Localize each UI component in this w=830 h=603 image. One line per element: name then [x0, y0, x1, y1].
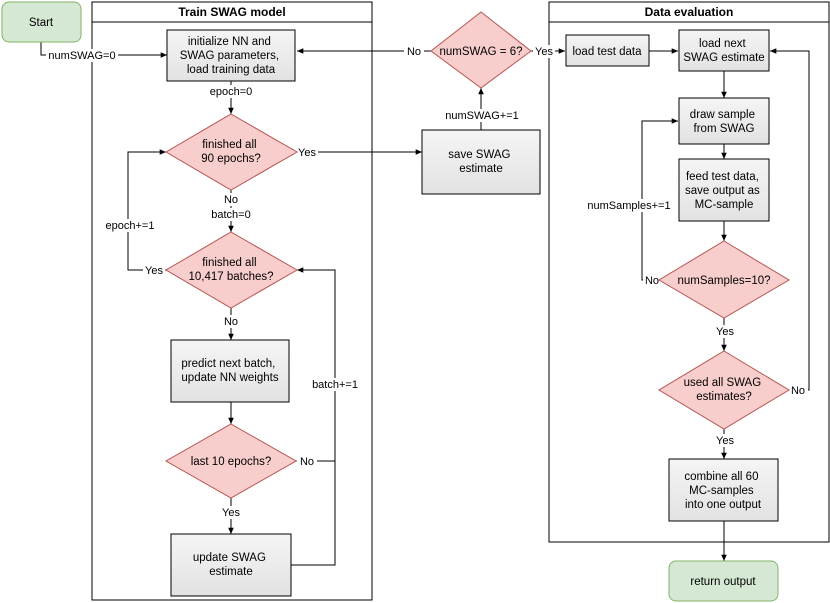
node-last-epochs-check: last 10 epochs?: [164, 423, 298, 499]
epochs-check-label: finished all 90 epochs?: [201, 139, 260, 165]
node-epochs-check: finished all 90 epochs?: [165, 113, 299, 191]
node-used-all-check: used all SWAG estimates?: [658, 350, 790, 430]
node-initialize: initialize NN and SWAG parameters, load …: [166, 29, 296, 82]
label-epoch-0: epoch=0: [210, 86, 253, 98]
label-used-no: No: [791, 385, 805, 397]
label-numswag-0: numSWAG=0: [48, 50, 115, 62]
combine-samples-label: combine all 60 MC-samples into one outpu…: [684, 471, 762, 511]
node-load-test-data: load test data: [565, 34, 650, 67]
label-batches-yes: Yes: [145, 265, 163, 277]
label-epoch-inc: epoch+=1: [106, 220, 155, 232]
node-load-next-swag: load next SWAG estimate: [678, 29, 770, 72]
node-save-swag: save SWAG estimate: [421, 129, 541, 195]
predict-batch-label: predict next batch, update NN weights: [181, 358, 278, 384]
label-epochs-yes: Yes: [298, 147, 316, 159]
batches-check-label: finished all 10,417 batches?: [188, 257, 273, 283]
start-label: Start: [29, 17, 54, 29]
label-numswag-yes: Yes: [535, 46, 553, 58]
label-numsamples-no: No: [645, 275, 659, 287]
label-batches-no: No: [224, 316, 238, 328]
train-swag-frame: Train SWAG model: [91, 1, 373, 601]
node-batches-check: finished all 10,417 batches?: [165, 231, 299, 309]
train-swag-title: Train SWAG model: [178, 5, 285, 19]
edge-used-loadnext-loop: [770, 48, 810, 391]
draw-sample-label: draw sample from SWAG: [690, 109, 758, 135]
update-swag-label: update SWAG estimate: [193, 552, 269, 578]
label-batch-inc: batch+=1: [312, 379, 358, 391]
load-test-data-label: load test data: [572, 46, 642, 58]
label-used-yes: Yes: [716, 435, 734, 447]
data-evaluation-frame: Data evaluation: [548, 1, 830, 543]
label-batch-0: batch=0: [211, 209, 250, 221]
node-return-output: return output: [668, 560, 779, 602]
edge-update-loop: [291, 461, 336, 566]
node-combine-samples: combine all 60 MC-samples into one outpu…: [668, 458, 779, 522]
return-output-label: return output: [690, 576, 756, 588]
edge-start-init: [40, 42, 167, 58]
edge-batches-epochs-loop: [127, 149, 166, 271]
initialize-label: initialize NN and SWAG parameters, load …: [180, 36, 282, 76]
node-predict-batch: predict next batch, update NN weights: [170, 339, 290, 403]
label-numswag-no: No: [407, 46, 421, 58]
numsamples-check-label: numSamples=10?: [677, 275, 770, 287]
load-next-swag-label: load next SWAG estimate: [683, 38, 764, 64]
node-numsamples-check: numSamples=10?: [658, 240, 790, 319]
node-start: Start: [1, 1, 82, 43]
used-all-check-label: used all SWAG estimates?: [684, 377, 765, 403]
node-feed-test-data: feed test data, save output as MC-sample: [678, 158, 770, 222]
node-update-swag: update SWAG estimate: [170, 533, 292, 597]
label-numsamples-yes: Yes: [716, 326, 734, 338]
label-numsamples-inc: numSamples+=1: [587, 200, 670, 212]
data-evaluation-title: Data evaluation: [645, 5, 734, 19]
label-numswag-inc: numSWAG+=1: [445, 110, 519, 122]
numswag-check-label: numSWAG = 6?: [440, 46, 523, 58]
feed-test-data-label: feed test data, save output as MC-sample: [685, 171, 763, 211]
edge-last-batches-loop: [296, 267, 336, 462]
node-draw-sample: draw sample from SWAG: [678, 97, 770, 145]
node-numswag-check: numSWAG = 6?: [430, 11, 532, 89]
label-last-no: No: [300, 456, 314, 468]
last-epochs-check-label: last 10 epochs?: [191, 456, 272, 468]
label-last-yes: Yes: [222, 507, 240, 519]
save-swag-label: save SWAG estimate: [448, 149, 513, 175]
edge-labels: numSWAG=0 epoch=0 Yes No batch=0 epoch+=…: [46, 45, 808, 519]
label-epochs-no: No: [224, 194, 238, 206]
